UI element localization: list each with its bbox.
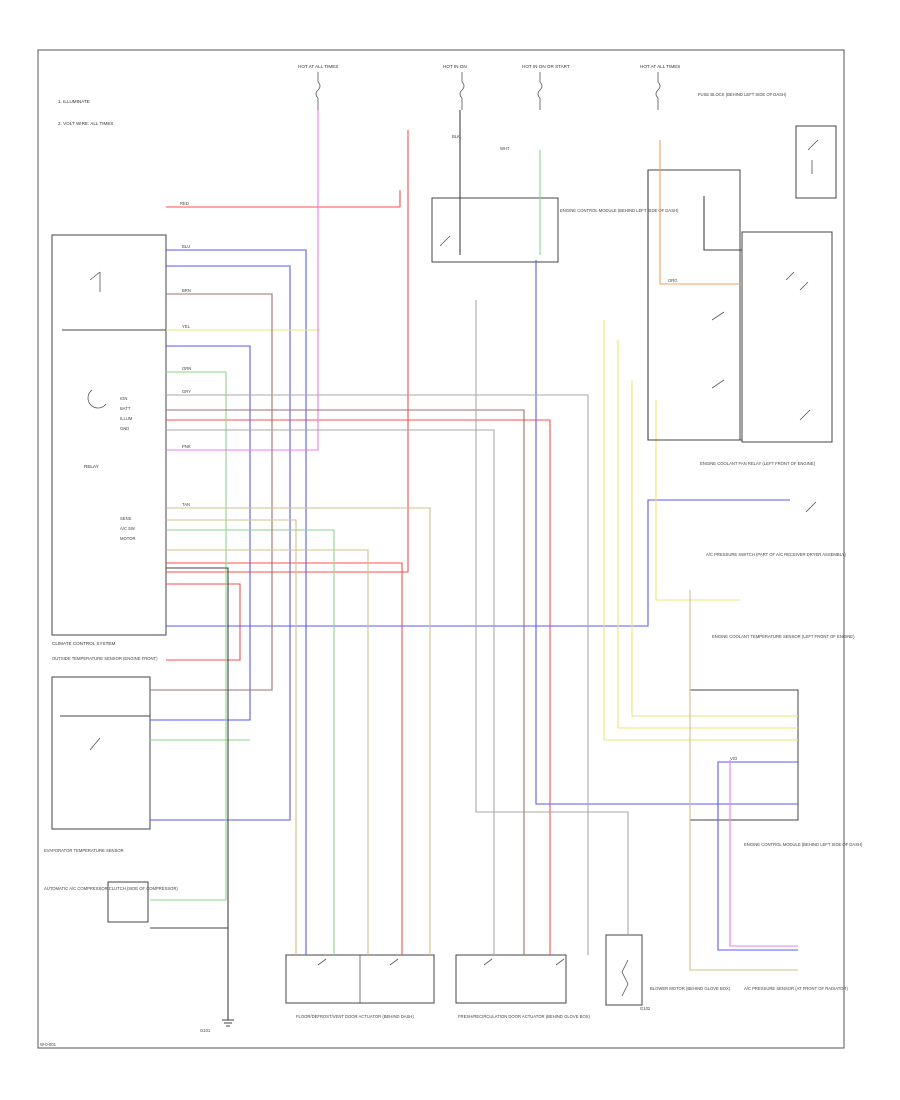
wire-blue-6 (717, 761, 798, 951)
wire-yellow-4 (631, 380, 798, 717)
wire-blue-5 (535, 260, 798, 805)
fan-relay-label: ENGINE COOLANT FAN RELAY (LEFT FRONT OF … (700, 461, 816, 466)
wire-label-org: ORG (668, 278, 678, 283)
wire-label-pnk: PNK (182, 444, 191, 449)
wire-black-4 (166, 567, 229, 1020)
wire-tan-2 (166, 519, 297, 955)
wire-magenta-1 (166, 110, 319, 451)
fuse-block-label: FUSE BLOCK (BEHIND LEFT SIDE OF DASH) (698, 92, 787, 97)
compressor-clutch-label: AUTOMATIC A/C COMPRESSOR CLUTCH (SIDE OF… (44, 886, 178, 891)
wire-blue-4 (150, 265, 291, 821)
wire-yellow-5 (655, 400, 740, 601)
ground-symbols (222, 1019, 234, 1027)
fuse-header-3: HOT IN ON OR START (522, 64, 570, 69)
wire-yellow-3 (617, 340, 798, 729)
fresh-recirc-box (455, 954, 567, 1004)
wires (60, 110, 798, 1020)
evap-temp-label: EVAPORATOR TEMPERATURE SENSOR (44, 848, 124, 853)
wire-green-2 (150, 371, 227, 901)
wire-black-3 (703, 196, 742, 251)
switch-symbols (87, 139, 819, 997)
connector-row-4: GND (120, 426, 129, 431)
legend-item-2: 2. VOLT WIRE: ALL TIMES (58, 121, 113, 126)
diagram-frame (37, 49, 845, 1049)
connector-row-5: SENS (120, 516, 132, 521)
connector-row-3: ILLUM (120, 416, 133, 421)
blower-motor-box (605, 934, 643, 1006)
wire-gray-1 (166, 394, 589, 955)
legend-item-1: 1. ILLUMINATE (58, 99, 90, 104)
fresh-recirc-label: FRESH/RECIRCULATION DOOR ACTUATOR (BEHIN… (458, 1014, 591, 1019)
wire-label-brn: BRN (182, 288, 191, 293)
wire-label-gry: GRY (182, 389, 191, 394)
connector-row-2: BATT (120, 406, 131, 411)
wire-label-red: RED (180, 201, 189, 206)
wire-label-blk: BLK (452, 134, 460, 139)
wire-tan-1 (166, 507, 431, 955)
wire-blue-1 (166, 249, 307, 955)
wire-gray-3 (475, 300, 629, 935)
wire-red-4 (166, 419, 551, 955)
wire-gray-2 (166, 429, 495, 955)
fuse-header-4: HOT AT ALL TIMES (640, 64, 680, 69)
wire-magenta-2 (729, 760, 798, 947)
wire-blue-2 (150, 345, 251, 721)
wire-label-yel: YEL (182, 324, 191, 329)
ecm-label: ENGINE CONTROL MODULE (BEHIND LEFT SIDE … (744, 842, 863, 847)
wire-red-3 (166, 562, 403, 955)
connector-row-7: MOTOR (120, 536, 136, 541)
engine-coolant-label: ENGINE COOLANT TEMPERATURE SENSOR (LEFT … (712, 634, 855, 639)
ground-label-2: G102 (640, 1006, 651, 1011)
fuse-header-1: HOT AT ALL TIMES (298, 64, 338, 69)
wire-label-blu: BLU (182, 244, 190, 249)
climate-control-box (51, 234, 167, 636)
wire-brown-1 (150, 293, 273, 691)
wire-orange-1 (659, 140, 742, 285)
ambient-temp-box (51, 676, 151, 830)
wire-red-1 (166, 190, 401, 208)
relay-label: RELAY (84, 464, 99, 469)
connector-row-6: A/C SW (120, 526, 135, 531)
mode-door-label: FLOOR/DEFROST/VENT DOOR ACTUATOR (BEHIND… (296, 1014, 414, 1019)
corner-code: W-0-001 (40, 1042, 57, 1047)
wire-yellow-2 (603, 320, 798, 741)
wire-blue-3 (166, 499, 790, 627)
connector-row-1: IGN (120, 396, 127, 401)
wire-label-vio: VIO (730, 756, 738, 761)
ambient-temp-label: OUTSIDE TEMPERATURE SENSOR (ENGINE FRONT… (52, 656, 158, 661)
wire-black-2 (647, 170, 742, 441)
engine-control-box (431, 197, 559, 263)
fuse-symbols (315, 72, 661, 110)
wire-label-grn: GRN (182, 366, 191, 371)
wire-tan-4 (689, 590, 798, 971)
wire-red-2 (166, 130, 409, 573)
engine-coolant-box (689, 689, 799, 821)
wire-label-wht: WHT (500, 146, 510, 151)
compressor-clutch-box (107, 881, 149, 923)
wire-tan-3 (166, 549, 369, 955)
fuse-block-box (795, 125, 837, 199)
wire-brown-2 (166, 409, 525, 955)
ground-label: G101 (200, 1028, 211, 1033)
fan-relay-box (741, 231, 833, 443)
wire-label-tan: TAN (182, 502, 190, 507)
pressure-switch-label: A/C PRESSURE SWITCH (PART OF A/C RECEIVE… (706, 552, 847, 557)
blower-motor-label: BLOWER MOTOR (BEHIND GLOVE BOX) (650, 986, 731, 991)
pressure-sensor-label: A/C PRESSURE SENSOR (AT FRONT OF RADIATO… (744, 986, 848, 991)
engine-control-label: ENGINE CONTROL MODULE (BEHIND LEFT SIDE … (560, 208, 679, 213)
climate-control-label: CLIMATE CONTROL SYSTEM (52, 641, 115, 646)
fuse-header-2: HOT IN ON (443, 64, 467, 69)
wire-red-5 (166, 583, 241, 661)
wire-green-3 (166, 529, 335, 955)
